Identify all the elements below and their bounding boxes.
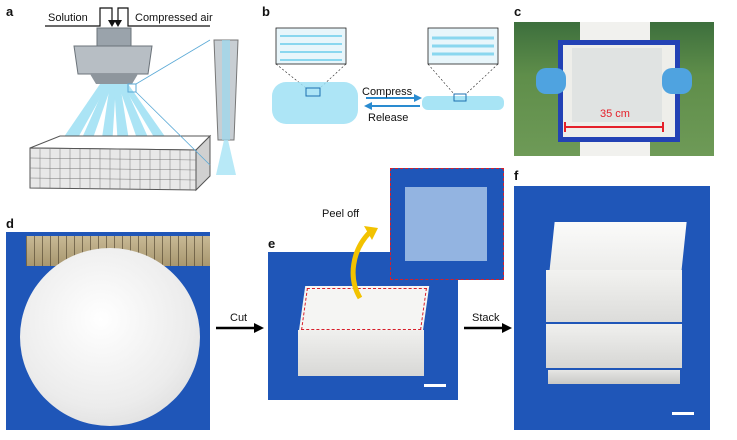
- right-glove: [662, 68, 692, 94]
- peel-off-arrow: [350, 226, 378, 300]
- panel-f-label: f: [514, 168, 519, 183]
- stack-layer-3: [548, 370, 680, 384]
- compressed-air-label: Compressed air: [135, 12, 213, 24]
- scale-bar: [672, 412, 694, 415]
- stack-label: Stack: [472, 312, 500, 324]
- dimension-line: [564, 126, 664, 128]
- panel-b-label: b: [262, 4, 270, 19]
- peeled-layer-inset: [390, 168, 504, 280]
- cut-label: Cut: [230, 312, 248, 324]
- panel-e-label: e: [268, 236, 276, 251]
- stack-arrow: [464, 323, 512, 333]
- panel-d-label: d: [6, 216, 14, 231]
- peeled-sheet: [405, 187, 487, 261]
- photo-large-sheet: 35 cm: [514, 22, 714, 156]
- peel-off-label: Peel off: [322, 208, 360, 220]
- stack-top: [549, 222, 687, 272]
- photo-stacked-blocks: [514, 186, 710, 430]
- photo-sponge-disc: [6, 232, 210, 430]
- release-label: Release: [368, 112, 409, 124]
- compress-label: Compress: [362, 86, 413, 98]
- solution-label: Solution: [48, 12, 88, 24]
- compress-release-illustration: [272, 27, 504, 124]
- cut-arrow: [216, 323, 264, 333]
- stack-layer-2: [546, 324, 682, 368]
- dimension-tick-right: [662, 122, 664, 132]
- sponge-disc: [20, 248, 200, 426]
- panel-a-label: a: [6, 4, 14, 19]
- scale-bar: [424, 384, 446, 387]
- left-glove: [536, 68, 566, 94]
- block-front: [298, 330, 424, 376]
- dimension-label: 35 cm: [600, 108, 630, 120]
- dimension-tick-left: [564, 122, 566, 132]
- stack-layer-1: [546, 270, 682, 322]
- nanofiber-sheet: [572, 48, 662, 122]
- spinning-apparatus-illustration: [29, 7, 239, 192]
- panel-c-label: c: [514, 4, 522, 19]
